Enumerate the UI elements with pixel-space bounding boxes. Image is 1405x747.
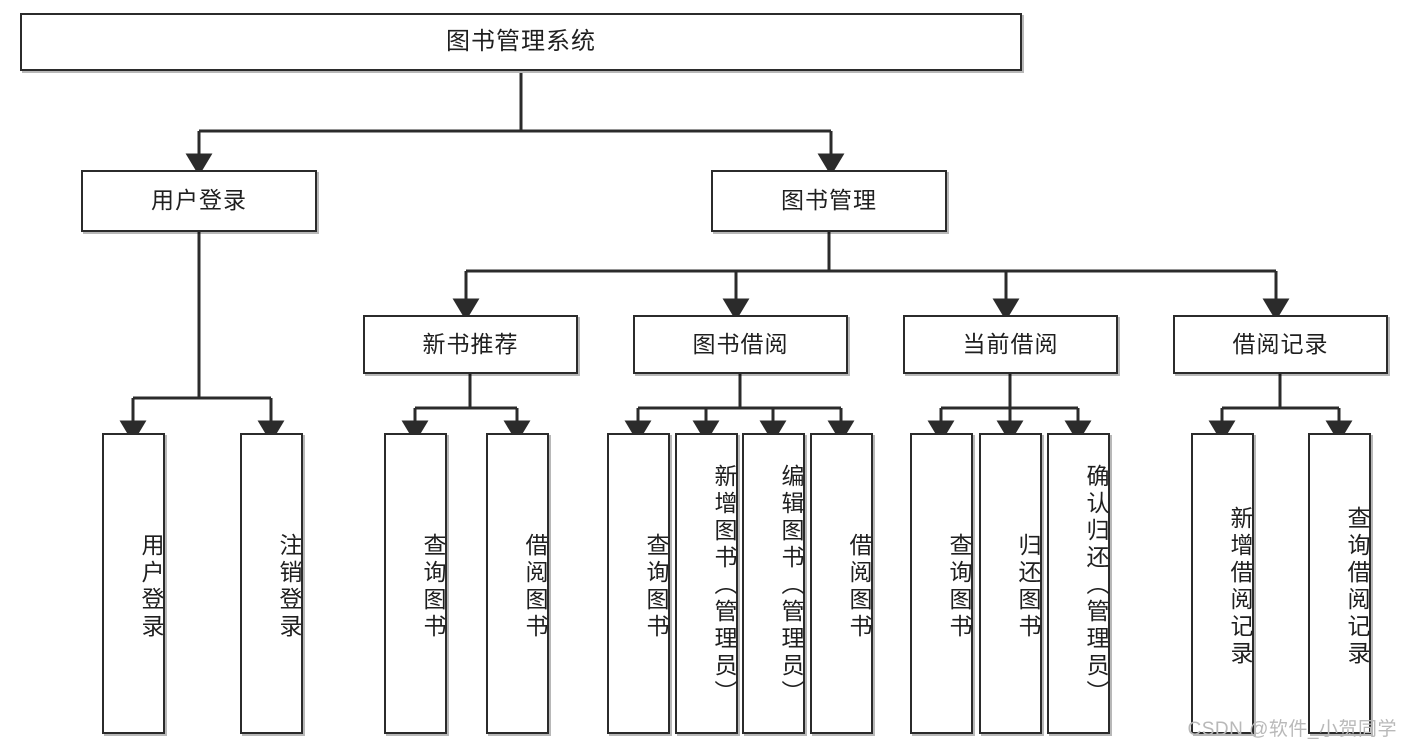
node-new-book-recommend[interactable]: 新书推荐 [363, 315, 578, 374]
leaf-user-login-label: 用户登录 [138, 532, 164, 641]
node-book-borrow[interactable]: 图书借阅 [633, 315, 848, 374]
leaf-return-book-label: 归还图书 [1015, 532, 1041, 641]
leaf-user-login[interactable]: 用户登录 [102, 433, 165, 734]
leaf-query-book-1[interactable]: 查询图书 [384, 433, 447, 734]
leaf-add-book[interactable]: 新增图书（管理员） [675, 433, 738, 734]
node-current-borrow[interactable]: 当前借阅 [903, 315, 1118, 374]
leaf-borrow-book-1-label: 借阅图书 [522, 532, 548, 641]
leaf-query-book-1-label: 查询图书 [420, 532, 446, 641]
leaf-borrow-book-1[interactable]: 借阅图书 [486, 433, 549, 734]
leaf-add-record-label: 新增借阅记录 [1227, 505, 1253, 668]
node-root[interactable]: 图书管理系统 [20, 13, 1022, 71]
node-user-login-label: 用户登录 [151, 187, 247, 214]
leaf-borrow-book-2-label: 借阅图书 [846, 532, 872, 641]
leaf-query-record-label: 查询借阅记录 [1344, 505, 1370, 668]
leaf-edit-book-label: 编辑图书（管理员） [778, 464, 804, 707]
node-root-label: 图书管理系统 [446, 27, 596, 55]
leaf-query-book-3[interactable]: 查询图书 [910, 433, 973, 734]
node-book-manage-label: 图书管理 [781, 187, 877, 214]
leaf-edit-book[interactable]: 编辑图书（管理员） [742, 433, 805, 734]
node-new-book-recommend-label: 新书推荐 [422, 330, 519, 357]
leaf-query-book-3-label: 查询图书 [946, 532, 972, 641]
leaf-borrow-book-2[interactable]: 借阅图书 [810, 433, 873, 734]
leaf-logout-label: 注销登录 [276, 532, 302, 641]
node-book-manage[interactable]: 图书管理 [711, 170, 947, 232]
leaf-logout[interactable]: 注销登录 [240, 433, 303, 734]
node-book-borrow-label: 图书借阅 [692, 330, 789, 357]
leaf-query-book-2-label: 查询图书 [643, 532, 669, 641]
node-user-login[interactable]: 用户登录 [81, 170, 317, 232]
leaf-return-book[interactable]: 归还图书 [979, 433, 1042, 734]
leaf-confirm-return-label: 确认归还（管理员） [1083, 464, 1109, 707]
leaf-confirm-return[interactable]: 确认归还（管理员） [1047, 433, 1110, 734]
leaf-add-record[interactable]: 新增借阅记录 [1191, 433, 1254, 734]
leaf-query-book-2[interactable]: 查询图书 [607, 433, 670, 734]
node-borrow-record-label: 借阅记录 [1232, 330, 1329, 357]
leaf-query-record[interactable]: 查询借阅记录 [1308, 433, 1371, 734]
leaf-add-book-label: 新增图书（管理员） [711, 464, 737, 707]
node-current-borrow-label: 当前借阅 [962, 330, 1059, 357]
node-borrow-record[interactable]: 借阅记录 [1173, 315, 1388, 374]
